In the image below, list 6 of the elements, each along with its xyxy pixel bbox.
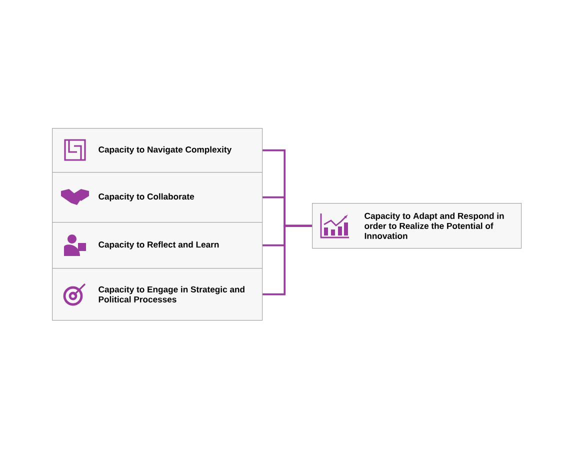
text-box: Capacity to Reflect and Learn — [52, 222, 263, 269]
text-box: Capacity to Adapt and Respond in order to Realize the Potential of Innovation — [312, 203, 522, 249]
text-box: Capacity to Engage in Strategic and Political Processes — [52, 268, 263, 321]
connector-line — [262, 224, 312, 296]
text-box: Capacity to Collaborate — [52, 172, 263, 223]
text-box: Capacity to Navigate Complexity — [52, 128, 263, 173]
